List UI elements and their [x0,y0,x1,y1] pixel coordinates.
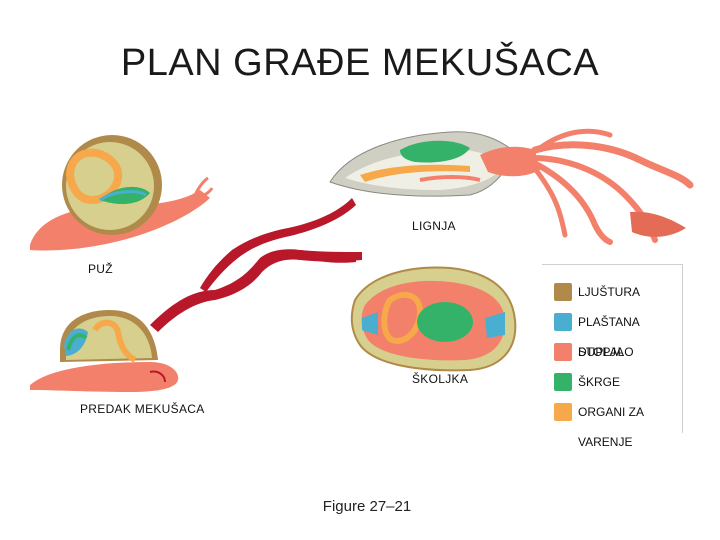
legend-item-organi-za-varenje: ORGANI ZA VARENJE [554,403,674,457]
legend-item-stopalo: STOPALO [554,343,634,367]
ancestor-illustration [30,310,179,392]
mantle-swatch [554,313,572,331]
label-predak: PREDAK MEKUŠACA [80,402,205,416]
legend-label: STOPALO [578,345,634,359]
gills-swatch [554,373,572,391]
evolution-branches [150,198,362,332]
clam-illustration [350,266,517,372]
legend-label: ŠKRGE [578,375,621,389]
label-skoljka: ŠKOLJKA [412,372,469,386]
digestive-swatch [554,403,572,421]
legend-label: LJUŠTURA [578,285,641,299]
foot-swatch [554,343,572,361]
legend-label: ORGANI ZA VARENJE [578,405,644,449]
shell-swatch [554,283,572,301]
figure-caption: Figure 27–21 [322,498,412,515]
snail-illustration [30,135,214,251]
legend: LJUŠTURA PLAŠTANA DUPLJA STOPALO ŠKRGE O… [542,264,683,449]
legend-item-ljustura: LJUŠTURA [554,283,640,307]
page-title: PLAN GRAĐE MEKUŠACA [120,42,600,84]
label-lignja: LIGNJA [412,219,456,233]
legend-item-skrge: ŠKRGE [554,373,620,397]
squid-illustration [329,128,694,245]
legend-label: PLAŠTANA DUPLJA [578,315,640,359]
legend-item-plastana-duplja: PLAŠTANA DUPLJA [554,313,682,367]
label-puz: PUŽ [88,262,113,276]
